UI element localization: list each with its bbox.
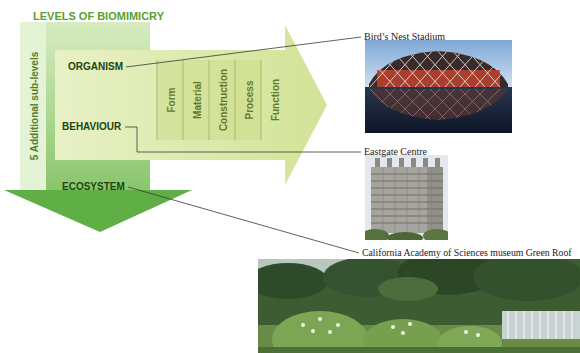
figure-part [371, 167, 443, 233]
level-label: ECOSYSTEM [62, 181, 125, 193]
figure-part [365, 48, 512, 87]
levels-arrow: ORGANISM BEHAVIOUR ECOSYSTEM 5 Additional s… [4, 22, 192, 234]
sublevel-note: 5 Additional sub-levels [29, 52, 41, 161]
sublevel-strip [20, 22, 46, 190]
figure-part [508, 311, 572, 339]
building-photo [365, 155, 448, 240]
figure-part [377, 70, 500, 87]
figure-part [408, 322, 412, 326]
level-label: ORGANISM [68, 61, 123, 73]
figure-part [423, 158, 428, 168]
figure-part [365, 229, 389, 240]
photo-caption: California Academy of Sciences museum Gr… [362, 247, 572, 259]
figure-part [435, 158, 440, 168]
levels-arrow-head [4, 190, 192, 232]
figure-part [378, 277, 438, 301]
figure-part [387, 158, 392, 168]
sublevel-label: Material [192, 81, 204, 119]
figure-part [464, 330, 468, 334]
sublevel-label: Construction [218, 69, 230, 131]
sublevel-label: Process [244, 81, 256, 120]
figure-part [411, 158, 416, 168]
title-holder: LEVELS OF BIOMIMICRY [33, 6, 164, 24]
figure-part [301, 323, 305, 327]
sublevel-label: Function [270, 79, 282, 121]
caption-holder: Eastgate Centre [364, 141, 427, 159]
figure-part [423, 229, 448, 240]
figure-part [502, 311, 580, 339]
sublevel-dividers [157, 60, 261, 140]
sublevel-label: Form [166, 88, 178, 113]
level-label-box: ORGANISM [68, 61, 123, 73]
example-photo-box: California Academy of Sciences museum Gr… [258, 242, 580, 353]
figure-part [365, 155, 448, 240]
caption-holder: California Academy of Sciences museum Gr… [362, 242, 572, 260]
rotated-holder: Function [265, 79, 283, 121]
figure-part [399, 158, 404, 168]
rotated-holder: Process [239, 81, 257, 120]
green-roof-photo [258, 259, 580, 353]
figure-part [258, 263, 328, 299]
rotated-holder: 5 Additional sub-levels [24, 52, 42, 161]
figure-part [365, 48, 512, 87]
level-label-box: ECOSYSTEM [62, 181, 125, 193]
figure-part [391, 325, 395, 329]
rotated-holder: Material [187, 81, 205, 119]
figure-part [365, 89, 512, 124]
photo-caption: Bird’s Nest Stadium [364, 31, 445, 43]
example-photo-box: Bird’s Nest Stadium [362, 26, 512, 133]
example-photo-box: Eastgate Centre [362, 141, 448, 240]
rotated-holder: Form [161, 88, 179, 113]
figure-part [401, 331, 405, 335]
figure-part [473, 259, 580, 301]
figure-part [365, 40, 512, 87]
figure-part [318, 317, 322, 321]
figure-part [476, 333, 480, 337]
sublevel-panel [157, 60, 261, 140]
figure-part [311, 329, 315, 333]
level-label-box: BEHAVIOUR [62, 121, 122, 133]
figure-part [272, 311, 368, 353]
level-label: BEHAVIOUR [62, 121, 122, 133]
figure-part [365, 87, 512, 133]
figure-part [336, 323, 340, 327]
figure-part [258, 347, 580, 353]
figure-part [387, 232, 423, 240]
sublevels-arrow-shape [55, 25, 327, 185]
rotated-holder: Construction [213, 69, 231, 131]
figure-part [328, 330, 332, 334]
leader-line [128, 187, 359, 253]
sublevels-arrow-body [55, 25, 327, 185]
diagram-title: LEVELS OF BIOMIMICRY [33, 10, 164, 22]
figure-part [365, 89, 512, 124]
figure-part [383, 167, 431, 233]
caption-holder: Bird’s Nest Stadium [364, 26, 445, 44]
stadium-photo [365, 40, 512, 133]
sublevels-arrow: Form Material Construction Process Function [55, 25, 327, 185]
figure-part [365, 48, 512, 87]
figure-part [375, 158, 380, 168]
photo-caption: Eastgate Centre [364, 146, 427, 158]
